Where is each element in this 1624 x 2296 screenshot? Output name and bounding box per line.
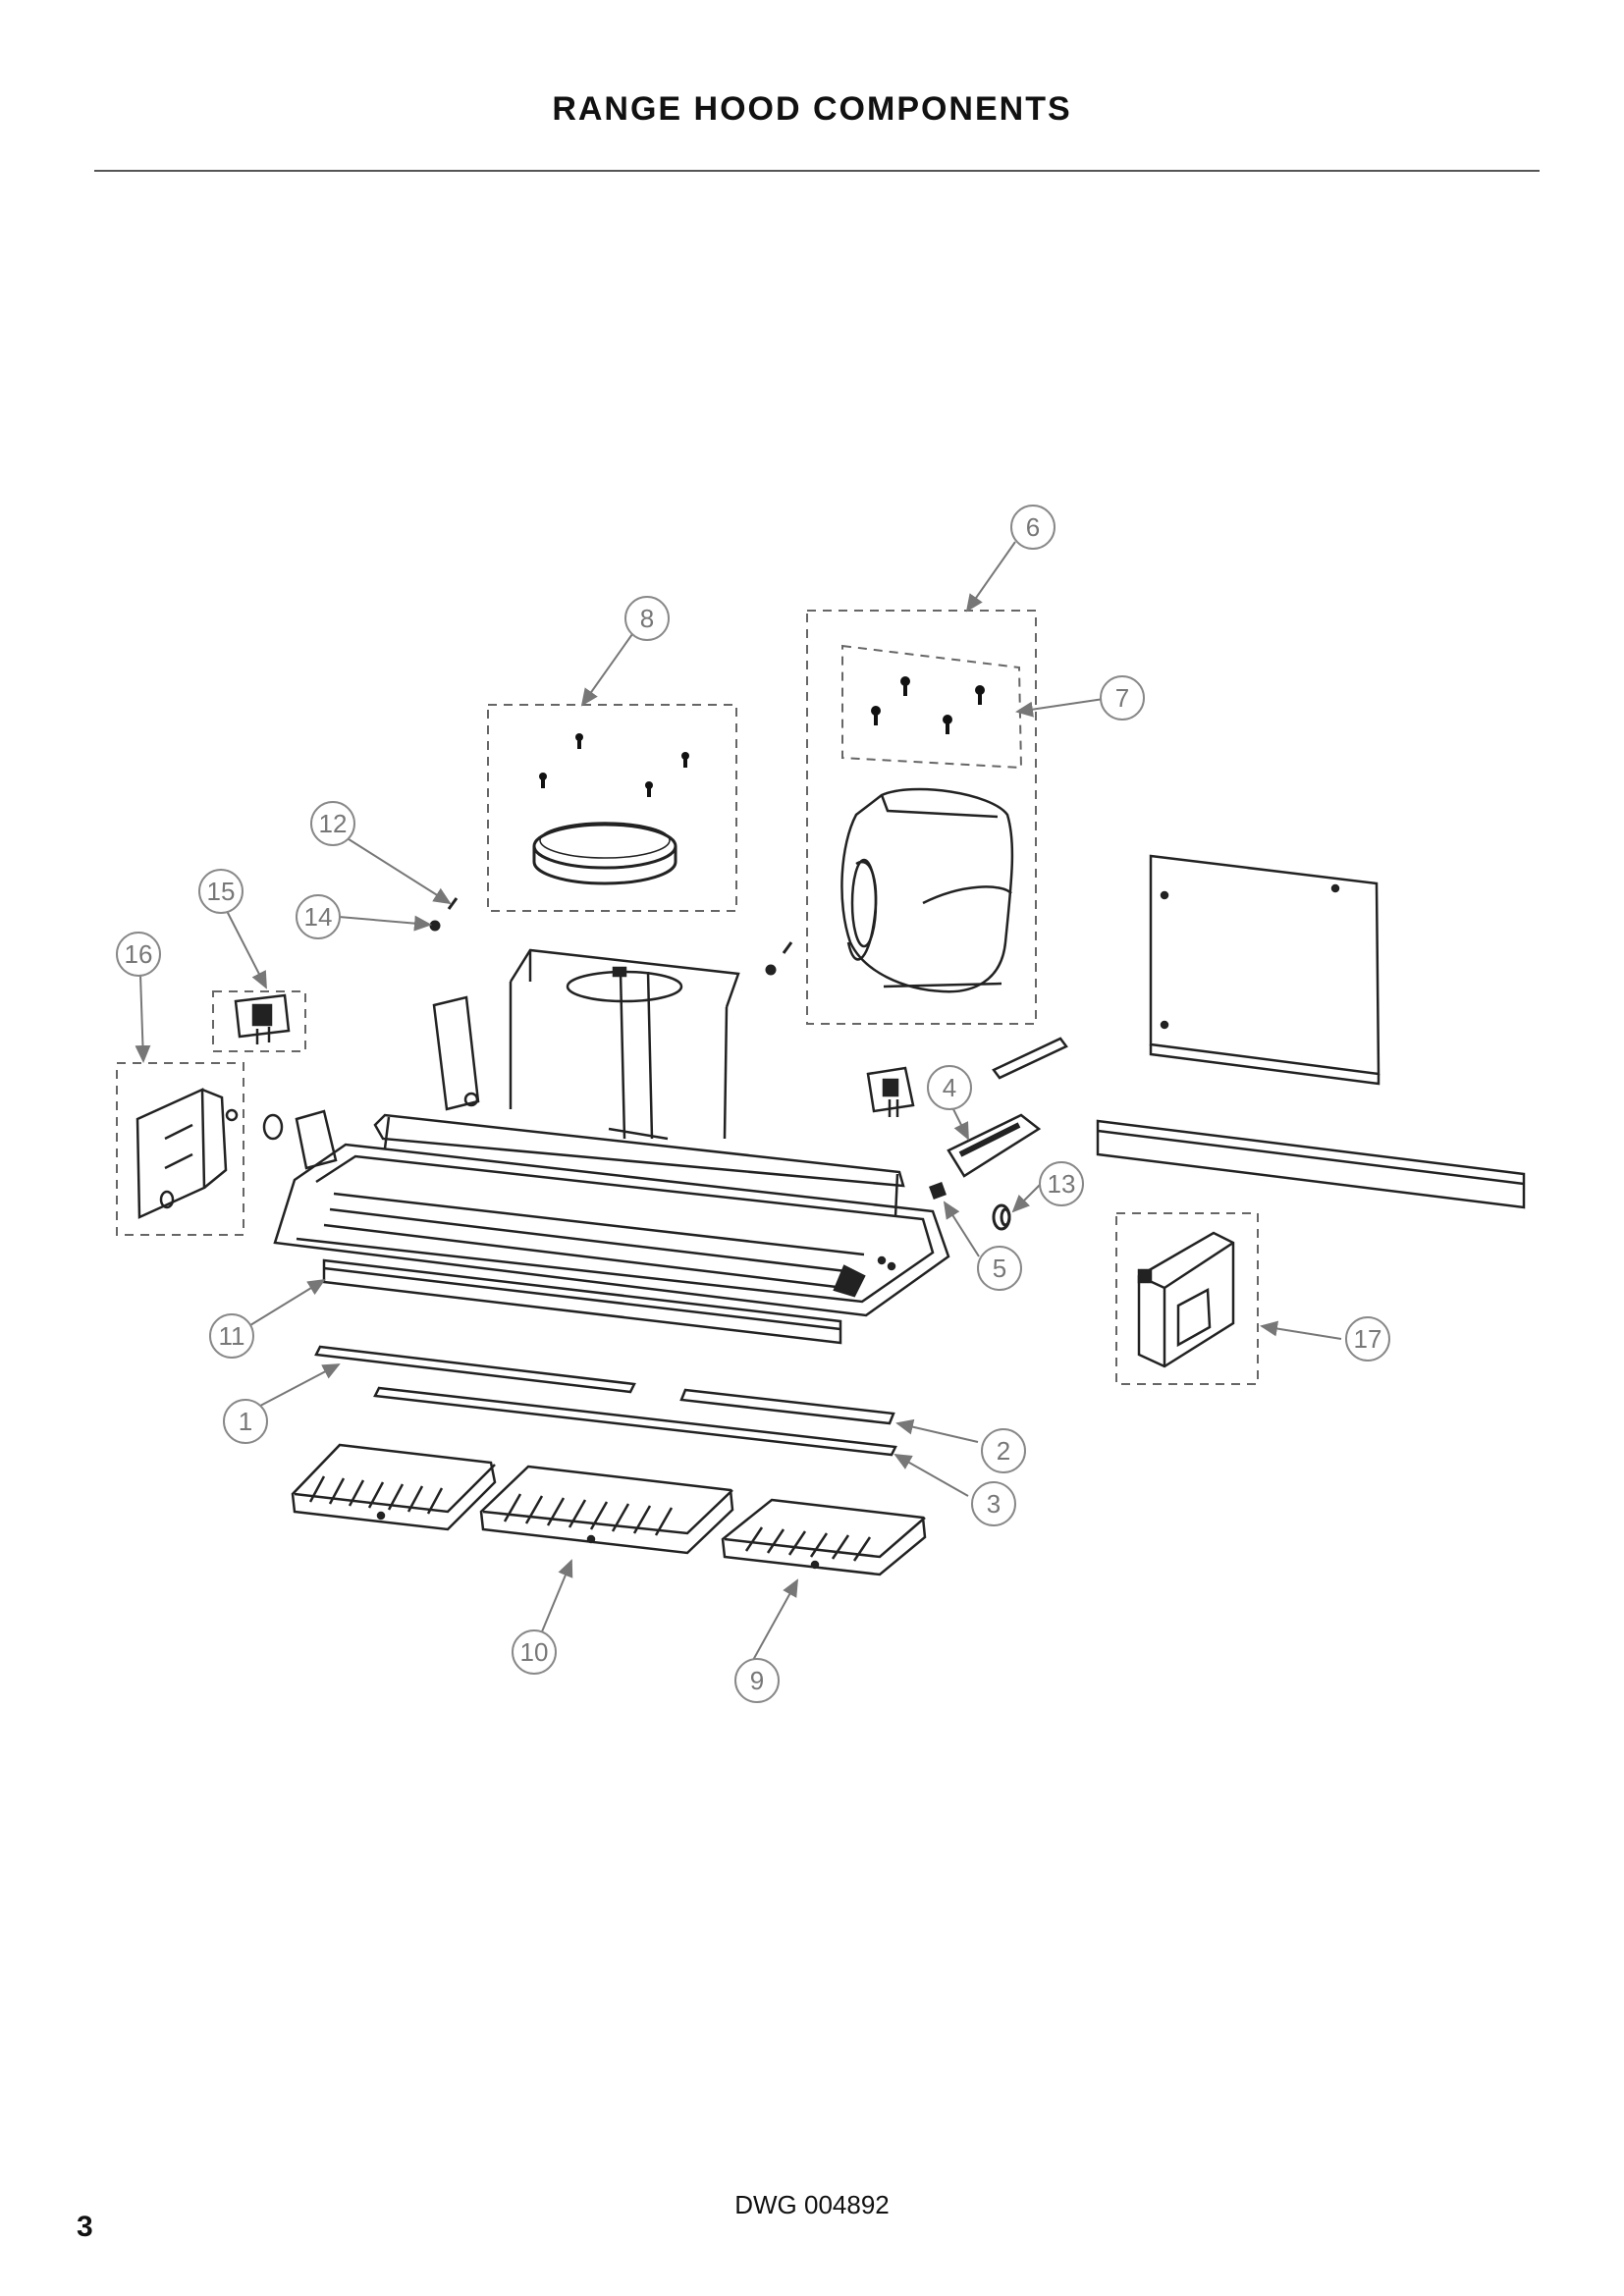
front-trim <box>322 1258 842 1345</box>
bracket-16-box <box>116 1062 244 1236</box>
drawing-number: DWG 004892 <box>734 2190 890 2219</box>
callout-13-label: 13 <box>1048 1169 1076 1199</box>
callout-7: 7 <box>1100 675 1145 721</box>
callout-8: 8 <box>624 596 670 641</box>
callout-9-label: 9 <box>750 1666 764 1695</box>
callout-15: 15 <box>198 869 244 914</box>
callout-4-label: 4 <box>943 1073 956 1102</box>
callout-13: 13 <box>1039 1161 1084 1206</box>
bracket-15-box <box>212 990 306 1052</box>
blower-motor <box>840 787 1014 993</box>
leader-lines <box>135 541 1342 1663</box>
callout-3-label: 3 <box>987 1489 1001 1519</box>
light-switch <box>929 1182 947 1200</box>
callout-12: 12 <box>310 801 355 846</box>
grease-filter-middle <box>479 1465 734 1555</box>
callout-14: 14 <box>296 894 341 939</box>
callout-4: 4 <box>927 1065 972 1110</box>
callout-2-label: 2 <box>997 1436 1010 1466</box>
side-knob <box>992 1203 1011 1231</box>
angle-bar <box>1096 1119 1526 1209</box>
screw-and-nut <box>429 897 793 976</box>
callout-9: 9 <box>734 1658 780 1703</box>
blower-screws-box <box>841 644 1023 770</box>
callout-5: 5 <box>977 1246 1022 1291</box>
callout-6: 6 <box>1010 505 1056 550</box>
callout-17: 17 <box>1345 1316 1390 1362</box>
title-rule <box>94 170 1540 172</box>
grease-filter-left <box>291 1443 497 1531</box>
blower-screws <box>871 676 985 734</box>
callout-11-label: 11 <box>219 1321 245 1351</box>
callout-8-label: 8 <box>640 604 654 633</box>
filter-strip-2 <box>679 1388 895 1425</box>
blower-group-box <box>806 610 1037 1025</box>
callout-7-label: 7 <box>1115 683 1129 713</box>
callout-12-label: 12 <box>319 809 348 838</box>
callout-6-label: 6 <box>1026 512 1040 542</box>
bracket-16 <box>135 1088 239 1219</box>
callout-15-label: 15 <box>207 877 236 906</box>
callout-14-label: 14 <box>304 902 333 932</box>
back-panel <box>1149 854 1380 1086</box>
callout-5-label: 5 <box>993 1254 1006 1283</box>
callout-markers: 1 2 3 4 5 6 7 8 9 10 11 12 13 14 15 16 1… <box>116 505 1390 1703</box>
callout-3: 3 <box>971 1481 1016 1526</box>
bracket-15 <box>234 993 291 1044</box>
callout-10: 10 <box>512 1629 557 1675</box>
filter-strip-3 <box>373 1386 897 1457</box>
callout-11: 11 <box>209 1313 254 1359</box>
hood-body <box>262 948 950 1317</box>
control-board <box>947 1113 1042 1178</box>
callout-1-label: 1 <box>239 1407 252 1436</box>
collar-group-box <box>487 704 737 912</box>
callout-2: 2 <box>981 1428 1026 1473</box>
bracket-17-box <box>1115 1212 1259 1385</box>
callout-1: 1 <box>223 1399 268 1444</box>
page-number: 3 <box>77 2211 93 2243</box>
callout-10-label: 10 <box>520 1637 549 1667</box>
callout-17-label: 17 <box>1354 1324 1382 1354</box>
grease-filter-right <box>721 1498 927 1576</box>
filter-strip-1 <box>314 1345 636 1394</box>
callout-16: 16 <box>116 932 161 977</box>
control-bracket <box>866 1066 915 1117</box>
support-rod <box>992 1037 1068 1080</box>
bracket-17 <box>1137 1231 1235 1368</box>
collar-screws <box>539 733 689 797</box>
duct-collar <box>532 822 677 885</box>
page-title: RANGE HOOD COMPONENTS <box>552 90 1072 128</box>
callout-16-label: 16 <box>125 939 153 969</box>
